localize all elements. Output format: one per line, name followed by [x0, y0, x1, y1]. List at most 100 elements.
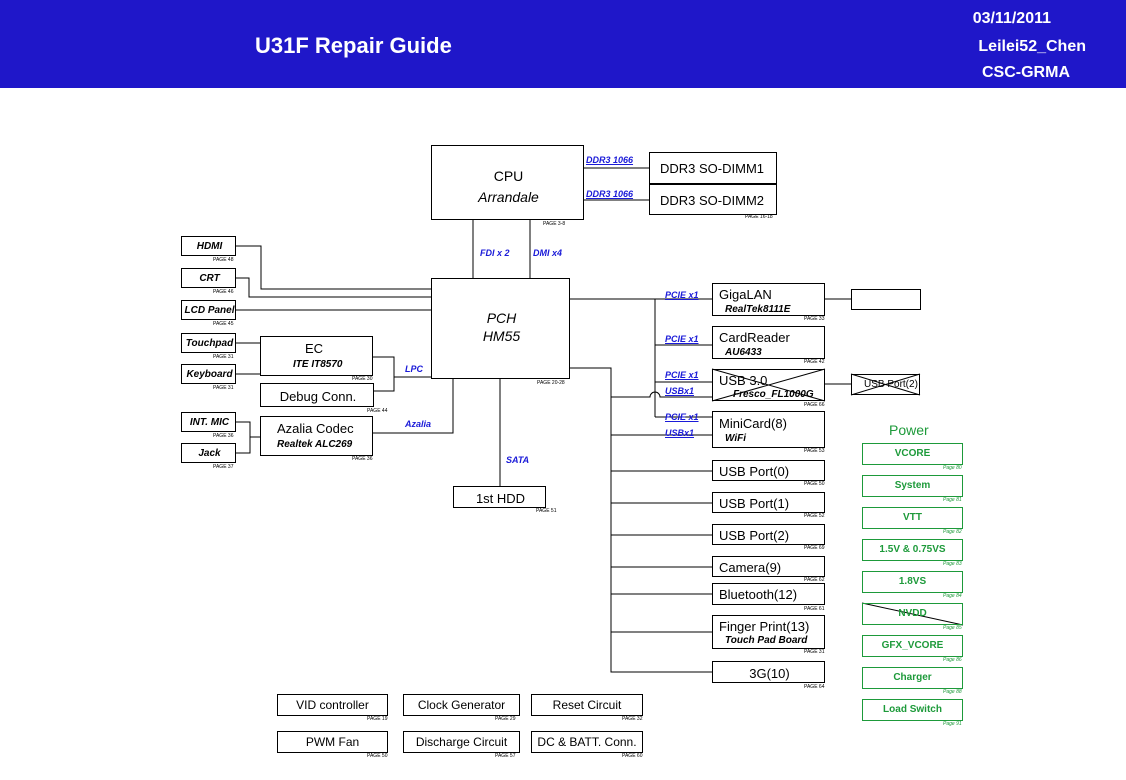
usb-port1-page: PAGE 52: [804, 513, 825, 519]
jack-page: PAGE 37: [213, 464, 234, 470]
usb-port0-label: USB Port(0): [719, 464, 790, 479]
cpu-page: PAGE 3-8: [543, 221, 566, 227]
power-charger-label: Charger: [893, 672, 932, 683]
bluetooth-page: PAGE 61: [804, 606, 825, 612]
cardreader-chip: AU6433: [725, 347, 762, 358]
debug-conn-page: PAGE 44: [367, 408, 388, 414]
keyboard-block: Keyboard: [181, 364, 236, 384]
power-1v5: 1.5V & 0.75VS: [862, 539, 963, 561]
ec-label: EC: [305, 341, 324, 356]
discharge-circuit-block: Discharge Circuit: [403, 731, 520, 753]
crt-page: PAGE 46: [213, 289, 234, 295]
power-vcore: VCORE: [862, 443, 963, 465]
threeg-block: 3G(10): [712, 661, 825, 683]
dimm2-label: DDR3 SO-DIMM2: [660, 193, 765, 208]
usb3-page: PAGE 66: [804, 402, 825, 408]
hdmi-label: HDMI: [196, 241, 223, 252]
lcd-panel-block: LCD Panel: [181, 300, 236, 320]
int-mic-page: PAGE 36: [213, 433, 234, 439]
dc-batt-conn-label: DC & BATT. Conn.: [537, 735, 637, 749]
bus-dmi: DMI x4: [533, 248, 563, 258]
clock-generator-page: PAGE 29: [495, 716, 516, 722]
usb-port0-block: USB Port(0): [712, 460, 825, 481]
ec-block: EC ITE IT8570: [260, 336, 373, 376]
usb-port2-label: USB Port(2): [719, 528, 790, 543]
finger-print-page: PAGE 31: [804, 649, 825, 655]
azalia-codec-chip: Realtek ALC269: [277, 439, 353, 450]
usb3-block: USB 3.0 Fresco_FL1000G: [712, 369, 825, 401]
pch-block: PCH HM55: [431, 278, 570, 379]
dc-batt-conn-page: PAGE 60: [622, 753, 643, 759]
pwm-fan-page: PAGE 50: [367, 753, 388, 759]
vid-controller-block: VID controller: [277, 694, 388, 716]
power-charger: Charger: [862, 667, 963, 689]
azalia-codec-block: Azalia Codec Realtek ALC269: [260, 416, 373, 456]
power-system: System: [862, 475, 963, 497]
bus-ddr3-b: DDR3 1066: [586, 189, 634, 199]
bus-ddr3-a: DDR3 1066: [586, 155, 634, 165]
usb-port1-block: USB Port(1): [712, 492, 825, 513]
reset-circuit-label: Reset Circuit: [552, 698, 622, 712]
power-system-page: Page 81: [943, 497, 962, 503]
power-load-switch-page: Page 91: [943, 721, 962, 727]
lcd-panel-page: PAGE 45: [213, 321, 234, 327]
touchpad-label: Touchpad: [185, 338, 234, 349]
int-mic-label: INT. MIC: [189, 417, 230, 428]
cardreader-block: CardReader AU6433: [712, 326, 825, 359]
power-vtt-label: VTT: [903, 512, 922, 523]
usb-port2-ext-block: USB Port(2): [851, 374, 920, 395]
bluetooth-label: Bluetooth(12): [719, 587, 798, 602]
lcd-panel-label: LCD Panel: [184, 305, 235, 316]
power-1v8-page: Page 84: [943, 593, 962, 599]
cpu-label: CPU: [493, 168, 524, 184]
minicard-label: MiniCard(8): [719, 416, 787, 431]
ec-chip: ITE IT8570: [293, 359, 343, 370]
usb-port1-label: USB Port(1): [719, 496, 790, 511]
cardreader-label: CardReader: [719, 330, 790, 345]
azalia-codec-label: Azalia Codec: [277, 421, 354, 436]
power-nvdd: NVDD: [862, 603, 963, 625]
usb-port2-ext-label: USB Port(2): [864, 379, 918, 390]
minicard-page: PAGE 53: [804, 448, 825, 454]
hdd-page: PAGE 51: [536, 508, 557, 514]
power-nvdd-page: Page 85: [943, 625, 962, 631]
gigalan-block: GigaLAN RealTek8111E: [712, 283, 825, 316]
finger-print-label: Finger Print(13): [719, 619, 810, 634]
header-bar: U31F Repair Guide 03/11/2011 Leilei52_Ch…: [0, 0, 1126, 88]
bus-usb-4: USBx1: [665, 428, 695, 438]
discharge-circuit-label: Discharge Circuit: [415, 735, 508, 749]
discharge-circuit-page: PAGE 57: [495, 753, 516, 759]
jack-label: Jack: [198, 448, 221, 459]
camera-label: Camera(9): [719, 560, 782, 575]
touchpad-page: PAGE 31: [213, 354, 234, 360]
bus-fdi: FDI x 2: [480, 248, 510, 258]
power-gfx-vcore-page: Page 86: [943, 657, 962, 663]
clock-generator-label: Clock Generator: [417, 698, 506, 712]
cpu-block: CPU Arrandale: [431, 145, 584, 220]
power-charger-page: Page 88: [943, 689, 962, 695]
minicard-chip: WiFi: [725, 433, 747, 444]
power-gfx-vcore-label: GFX_VCORE: [881, 640, 944, 651]
gigalan-page: PAGE 33: [804, 316, 825, 322]
usb-port0-page: PAGE 50: [804, 481, 825, 487]
usb-port2-page: PAGE 69: [804, 545, 825, 551]
debug-conn-block: Debug Conn.: [260, 383, 374, 407]
cpu-model: Arrandale: [478, 189, 539, 205]
header-date: 03/11/2011: [972, 10, 1051, 27]
power-1v8-label: 1.8VS: [898, 576, 927, 587]
page-title: U31F Repair Guide: [255, 33, 452, 58]
usb-port2-block: USB Port(2): [712, 524, 825, 545]
bus-lpc: LPC: [405, 364, 423, 374]
pch-model: HM55: [482, 328, 521, 344]
bus-pcie-3: PCIE x1: [665, 370, 699, 380]
keyboard-label: Keyboard: [186, 369, 233, 380]
gigalan-label: GigaLAN: [719, 287, 772, 302]
power-gfx-vcore: GFX_VCORE: [862, 635, 963, 657]
finger-print-block: Finger Print(13) Touch Pad Board: [712, 615, 825, 649]
usb3-label: USB 3.0: [719, 373, 768, 388]
lan-port-block: [851, 289, 921, 310]
bus-azalia: Azalia: [405, 419, 432, 429]
power-vcore-page: Page 80: [943, 465, 962, 471]
crt-block: CRT: [181, 268, 236, 288]
power-1v5-label: 1.5V & 0.75VS: [879, 544, 946, 555]
